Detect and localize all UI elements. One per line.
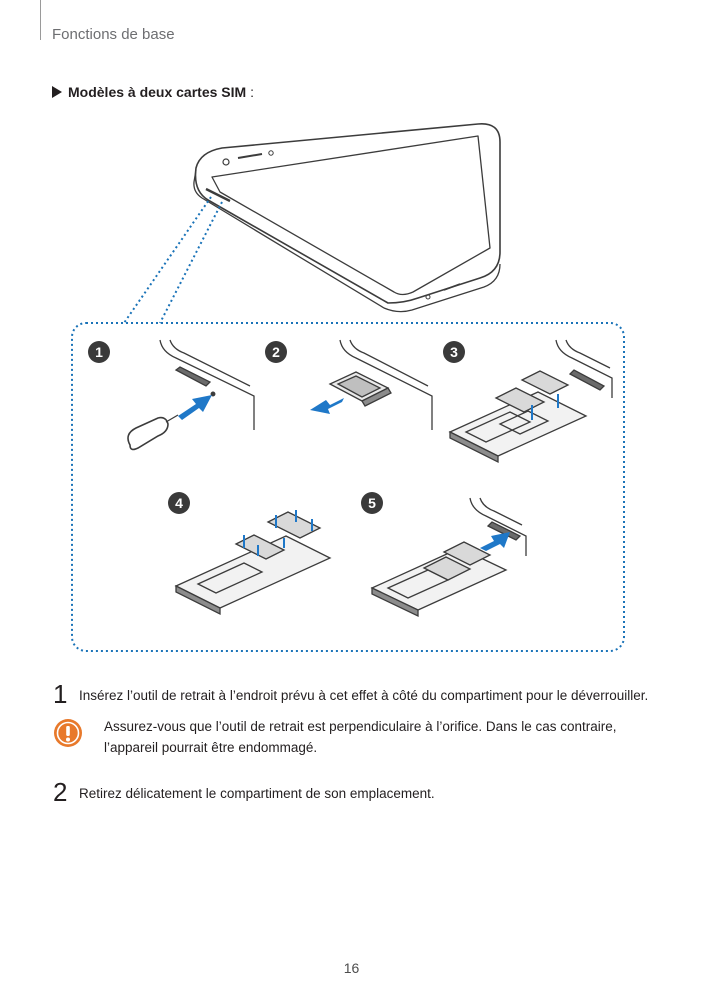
step-marker-1: 1 [88, 341, 110, 363]
phone-illustration [193, 123, 501, 313]
step-marker-3: 3 [443, 341, 465, 363]
svg-text:3: 3 [450, 344, 458, 360]
panel-4-cards-on-tray [174, 510, 332, 616]
dotted-callout [71, 196, 625, 652]
step-marker-5: 5 [361, 492, 383, 514]
step-1-number: 1 [53, 679, 68, 709]
section-title-suffix: : [246, 84, 254, 100]
page-number: 16 [343, 960, 360, 976]
panel-5-insert-tray [370, 497, 527, 618]
header-rule [40, 0, 41, 40]
step-marker-2: 2 [265, 341, 287, 363]
svg-text:2: 2 [272, 344, 280, 360]
arrow-icon [310, 398, 344, 414]
section-title: Modèles à deux cartes SIM : [52, 84, 254, 100]
warning-text: Assurez-vous que l’outil de retrait est … [104, 719, 617, 755]
svg-text:1: 1 [95, 344, 103, 360]
step-2-text: Retirez délicatement le compartiment de … [79, 786, 435, 801]
sim-tray-illustration: 1 2 3 4 5 [71, 123, 625, 652]
header-title: Fonctions de base [52, 26, 175, 43]
triangle-bullet-icon [52, 86, 62, 98]
step-marker-4: 4 [168, 492, 190, 514]
panel-1-eject-pin [127, 339, 255, 451]
warning-icon [54, 719, 82, 747]
panel-2-pull-tray [328, 339, 433, 430]
step-2-number: 2 [53, 777, 68, 807]
svg-text:4: 4 [175, 495, 183, 511]
arrow-icon [480, 532, 510, 551]
panel-3-place-cards [448, 339, 613, 464]
arrow-icon [178, 395, 212, 420]
section-title-text: Modèles à deux cartes SIM [68, 84, 247, 100]
step-1-text: Insérez l’outil de retrait à l’endroit p… [79, 688, 649, 703]
svg-text:5: 5 [368, 495, 376, 511]
